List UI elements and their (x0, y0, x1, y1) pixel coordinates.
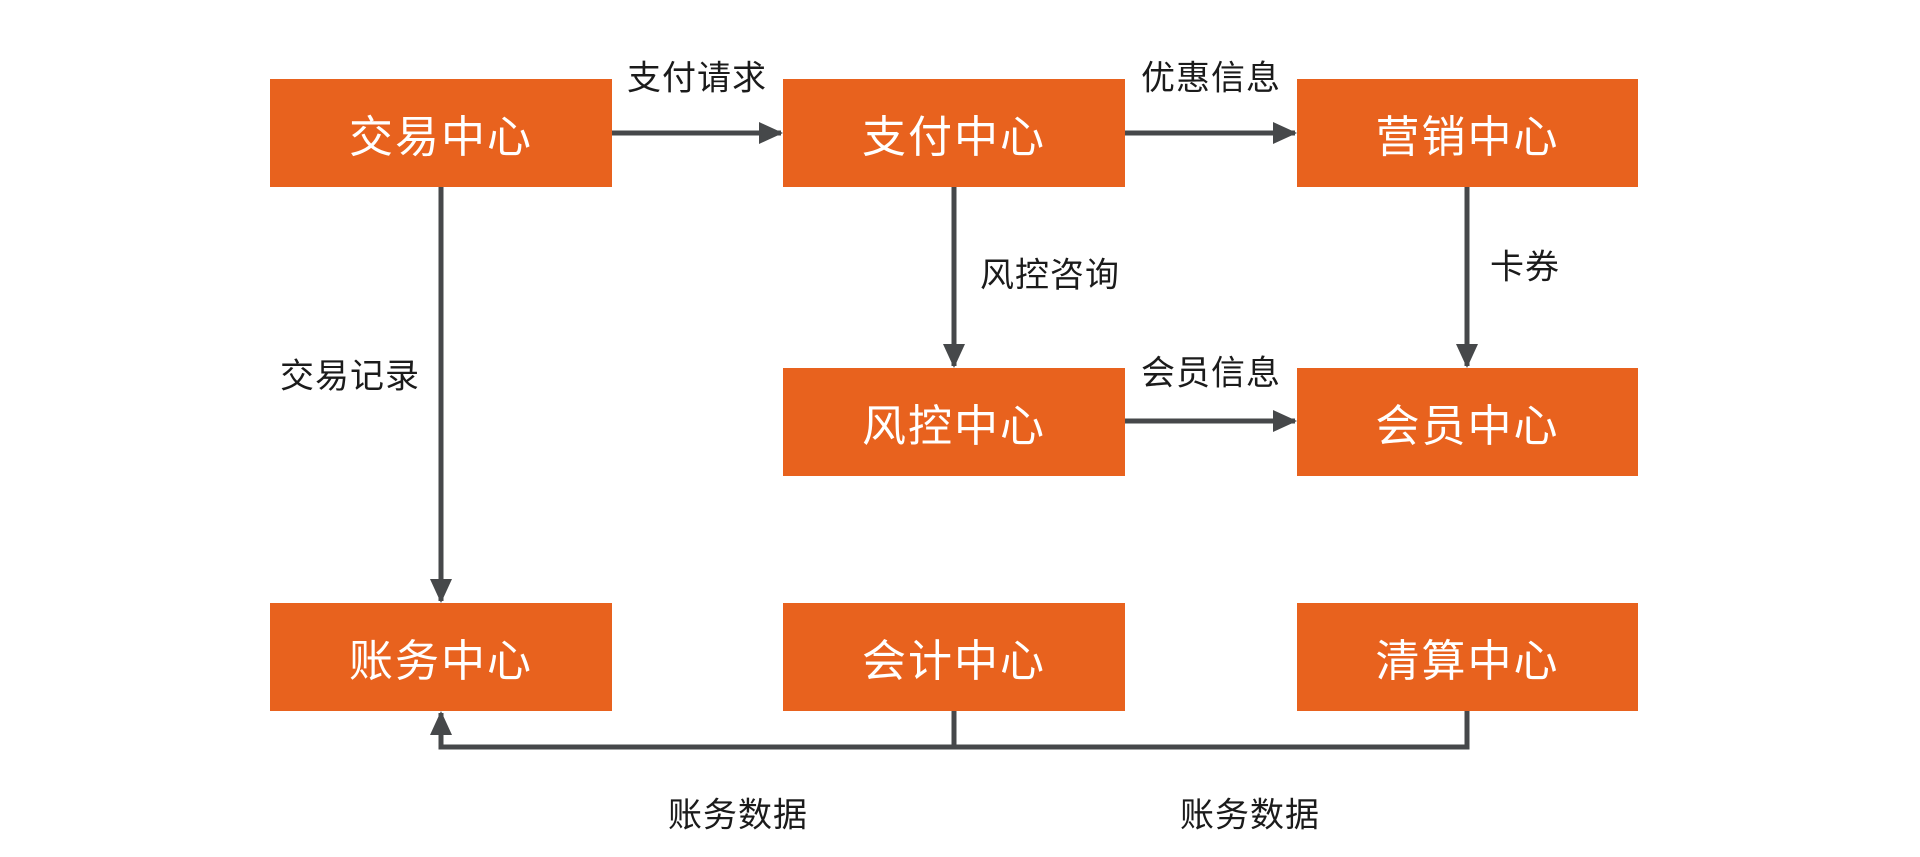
node-trade-center: 交易中心 (270, 79, 612, 187)
edge-label-account-data-right: 账务数据 (1180, 795, 1320, 836)
node-accounting-center: 会计中心 (783, 603, 1125, 711)
node-payment-center: 支付中心 (783, 79, 1125, 187)
edge-label-member-info: 会员信息 (1141, 353, 1281, 394)
edge-label-risk-consult: 风控咨询 (980, 255, 1120, 296)
node-marketing-center: 营销中心 (1297, 79, 1638, 187)
edge-label-account-data-left: 账务数据 (668, 795, 808, 836)
node-account-center: 账务中心 (270, 603, 612, 711)
edge-label-payment-request: 支付请求 (627, 58, 767, 99)
edge-label-discount-info: 优惠信息 (1141, 58, 1281, 99)
edge-clearing-bus-to-account-arrow (430, 711, 1470, 750)
node-risk-center: 风控中心 (783, 368, 1125, 476)
edge-label-card-coupon: 卡券 (1490, 247, 1560, 288)
node-clearing-center: 清算中心 (1297, 603, 1638, 711)
edge-label-trade-record: 交易记录 (280, 356, 420, 397)
node-member-center: 会员中心 (1297, 368, 1638, 476)
